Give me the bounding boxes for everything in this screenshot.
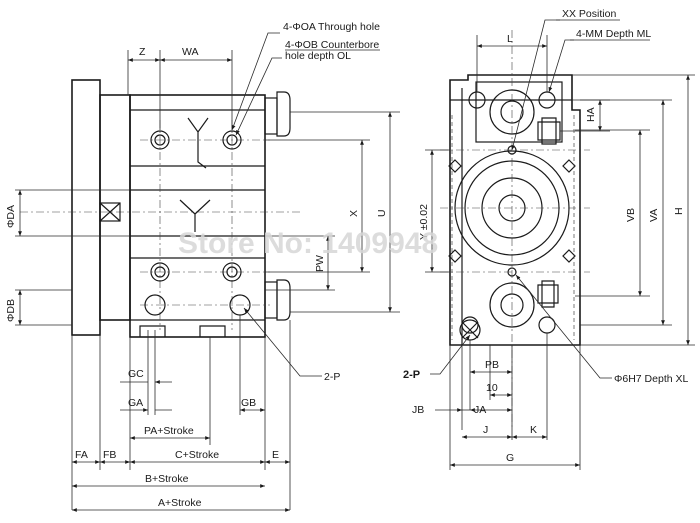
dim-l: L [507,33,513,45]
dim-fa: FA [75,449,88,461]
callout-hole-ob-2: hole depth OL [285,50,351,62]
callout-mm: 4-MM Depth ML [576,28,651,40]
dim-x: X [348,210,360,217]
upper-block [475,81,563,143]
dim-ga: GA [128,397,143,409]
callout-hole-oa: 4-ΦOA Through hole [283,21,380,33]
dim-da: ΦDA [5,205,17,228]
dim-gc: GC [128,368,144,380]
dim-y: Y ±0.02 [418,204,430,240]
dim-10: 10 [486,382,498,394]
dim-wa: WA [182,46,199,58]
lower-rod [264,281,278,319]
dim-vb: VB [625,208,637,222]
cushion-marker [99,202,121,222]
dim-db: ΦDB [5,299,17,322]
callout-pin: Φ6H7 Depth XL [614,373,688,385]
dim-g: G [506,452,514,464]
lower-rod-end [276,279,291,321]
right-view [425,19,695,470]
bottom-tab-right [199,325,226,337]
dim-k: K [530,424,537,436]
dim-gb: GB [241,397,256,409]
dim-a: A+Stroke [158,497,202,509]
callout-port-left: 2-P [324,371,340,383]
hole-ob-left [150,262,170,282]
hole-oa-upper-right [222,130,242,150]
port-left [144,294,166,316]
upper-rod-end [276,91,291,137]
dim-pw: PW [314,255,326,272]
end-plate-outline [449,74,581,346]
watermark: Store No: 1409948 [178,227,438,260]
air-channel-middle [179,199,211,232]
dim-z: Z [139,46,146,58]
callout-port-right: 2-P [403,369,420,381]
dim-jb: JB [412,404,424,416]
dim-h: H [673,207,685,215]
dim-fb: FB [103,449,116,461]
fitting-lower [537,280,559,308]
end-flange [71,79,101,336]
dim-e: E [272,449,279,461]
dim-j: J [483,424,488,436]
callout-xx: XX Position [562,8,616,20]
dim-pb: PB [485,359,499,371]
fitting-upper [537,117,561,145]
upper-rod [264,97,278,135]
dim-c: C+Stroke [175,449,219,461]
dim-b: B+Stroke [145,473,189,485]
bottom-tab-left [139,325,166,337]
hole-oa-upper-left [150,130,170,150]
dim-pa: PA+Stroke [144,425,194,437]
dim-u: U [376,209,388,217]
hole-ob-right [222,262,242,282]
dim-va: VA [648,209,660,222]
callout-hole-ob-1: 4-ΦOB Counterbore [285,39,379,51]
left-view [15,32,400,512]
dim-ha: HA [585,107,597,122]
dim-ja: JA [474,404,486,416]
slide-body [129,94,266,338]
labels: 4-ΦOA Through hole 4-ΦOB Counterbore hol… [5,8,688,509]
air-channel-upper [187,117,209,169]
